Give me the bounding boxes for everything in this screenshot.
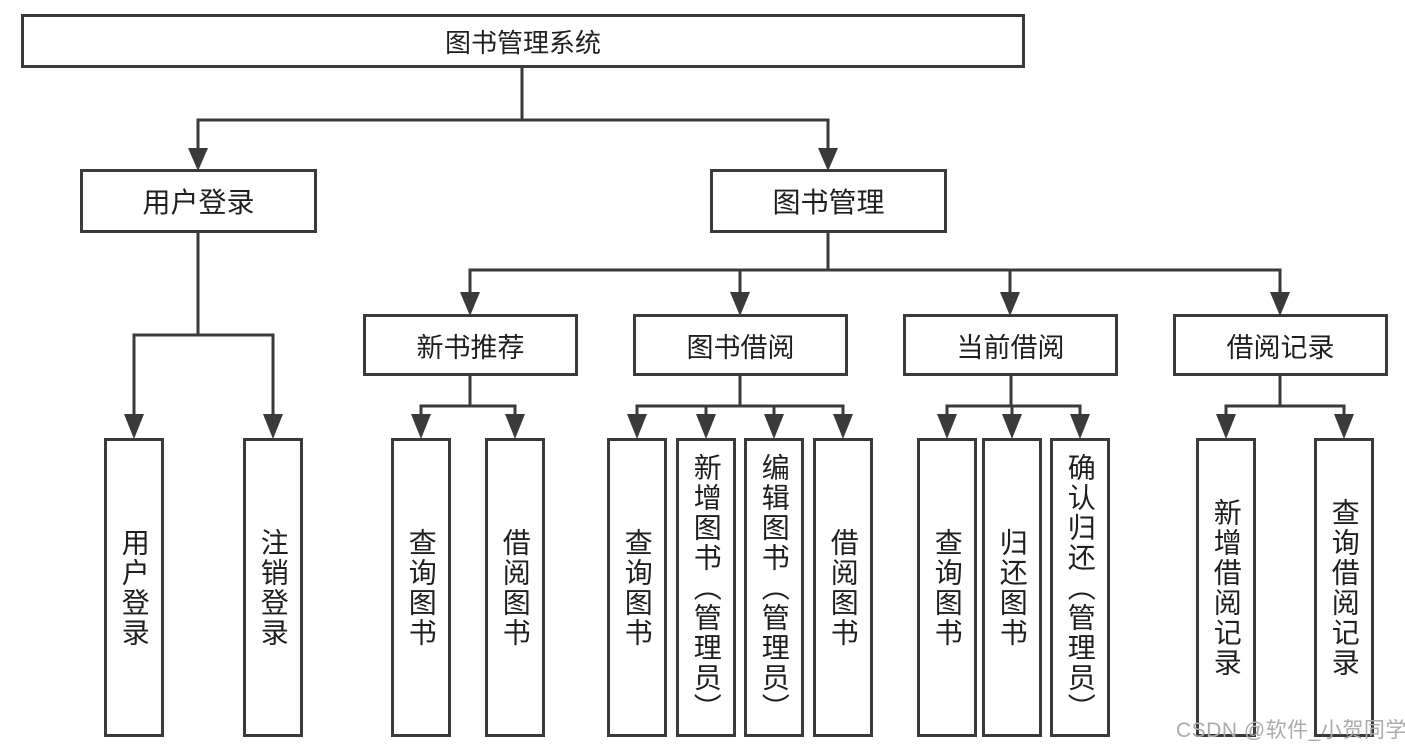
- leaf-current-return-books: 归还图书: [982, 438, 1042, 737]
- leaf-recommend-query-books: 查询图书: [391, 438, 451, 737]
- node-user-login: 用户登录: [80, 169, 317, 233]
- leaf-borrowing-edit-books-admin: 编辑图书（管理员）: [744, 438, 804, 737]
- node-library-management-system: 图书管理系统: [21, 14, 1025, 68]
- csdn-watermark: CSDN @软件_小贺同学: [1176, 719, 1405, 742]
- leaf-records-add-record: 新增借阅记录: [1196, 438, 1256, 737]
- leaf-user-login: 用户登录: [104, 438, 164, 737]
- node-book-management: 图书管理: [710, 169, 947, 233]
- leaf-borrowing-add-books-admin: 新增图书（管理员）: [676, 438, 736, 737]
- leaf-recommend-borrow-books: 借阅图书: [485, 438, 545, 737]
- leaf-records-query-record: 查询借阅记录: [1314, 438, 1374, 737]
- leaf-borrowing-borrow-books: 借阅图书: [813, 438, 873, 737]
- node-current-borrowing: 当前借阅: [903, 314, 1118, 376]
- leaf-logout: 注销登录: [243, 438, 303, 737]
- leaf-borrowing-query-books: 查询图书: [607, 438, 667, 737]
- node-book-borrowing: 图书借阅: [633, 314, 848, 376]
- node-new-book-recommend: 新书推荐: [363, 314, 578, 376]
- leaf-current-query-books: 查询图书: [917, 438, 977, 737]
- leaf-current-confirm-return-admin: 确认归还（管理员）: [1050, 438, 1110, 737]
- node-borrow-records: 借阅记录: [1173, 314, 1388, 376]
